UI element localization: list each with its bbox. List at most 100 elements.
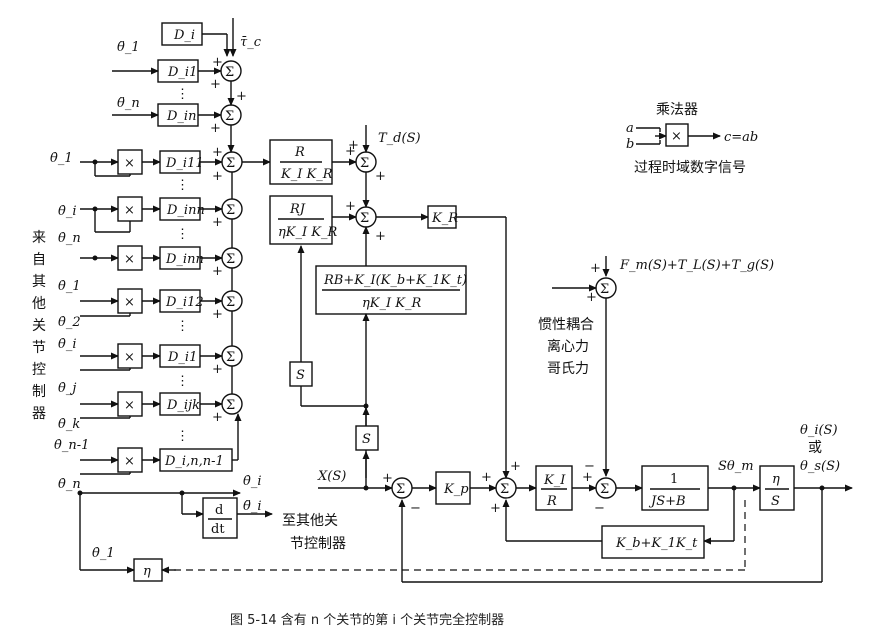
svg-text:Σ: Σ (226, 252, 235, 267)
side-label-other-joints: 来自其他关节控制器 (32, 230, 46, 422)
svg-text:ηK_I K_R: ηK_I K_R (278, 225, 337, 240)
svg-text:+: + (236, 89, 247, 104)
svg-text:Σ: Σ (360, 156, 369, 171)
svg-text:来自其他关节控制器: 来自其他关节控制器 (32, 230, 46, 422)
svg-text:Σ: Σ (396, 482, 405, 497)
svg-text:⋮: ⋮ (176, 429, 189, 444)
to-other-joints-2: 节控制器 (290, 536, 346, 552)
svg-text:⋮: ⋮ (176, 227, 189, 242)
svg-text:⋮: ⋮ (176, 319, 189, 334)
svg-text:+: + (212, 169, 223, 184)
svg-text:K_I K_R: K_I K_R (280, 167, 333, 182)
svg-text:+: + (345, 144, 356, 159)
svg-text:+: + (590, 261, 601, 276)
input-theta1-dot-b: θ̇_1 (58, 279, 81, 294)
svg-text:Σ: Σ (225, 109, 234, 124)
svg-text:⋮: ⋮ (176, 374, 189, 389)
svg-text:R: R (294, 145, 305, 160)
svg-text:Σ: Σ (226, 295, 235, 310)
svg-text:1: 1 (670, 472, 678, 487)
output-or: 或 (808, 440, 822, 456)
svg-text:−: − (584, 459, 595, 474)
td-label: T_d(S) (378, 131, 421, 146)
block-ddt (202, 497, 238, 539)
input-theta1-dot: θ̇_1 (50, 151, 73, 166)
legend-multiplier-box (665, 123, 689, 147)
svg-text:Σ: Σ (360, 211, 369, 226)
input-thetan-dot: θ̇_n (58, 231, 81, 246)
to-other-joints-1: 至其他关 (282, 513, 338, 529)
svg-text:D_i12: D_i12 (165, 295, 204, 310)
svg-text:+: + (586, 290, 597, 305)
block-plant (641, 465, 709, 511)
input-thetan1-dot: θ̇_n-1 (54, 438, 89, 453)
svg-text:dt: dt (211, 522, 225, 537)
svg-text:b: b (626, 137, 634, 152)
svg-text:Σ: Σ (600, 482, 609, 497)
svg-text:R: R (546, 494, 557, 509)
figure-caption: 图 5-14 含有 n 个关节的第 i 个关节完全控制器 (230, 612, 504, 628)
input-thetai-dot: θ̇_i (58, 204, 76, 219)
svg-text:K_R: K_R (431, 211, 458, 226)
input-label: X(S) (317, 469, 346, 484)
svg-text:+: + (490, 501, 501, 516)
legend-subtitle: 过程时域数字信号 (634, 160, 746, 176)
svg-text:+: + (212, 410, 223, 425)
svg-text:+: + (212, 145, 223, 160)
svg-text:×: × (124, 252, 135, 267)
svg-text:η: η (143, 564, 151, 579)
svg-text:+: + (582, 470, 593, 485)
svg-text:×: × (124, 156, 135, 171)
svg-text:Σ: Σ (600, 282, 609, 297)
svg-text:+: + (348, 138, 359, 153)
disturbance-centrifugal: 离心力 (547, 338, 589, 355)
tau-label: τ̄_c (240, 35, 262, 50)
svg-text:−: − (594, 501, 605, 516)
block-Di-label: D_i (173, 28, 195, 43)
svg-text:K_I: K_I (543, 473, 566, 488)
svg-text:Σ: Σ (226, 203, 235, 218)
block-eta-over-S (759, 465, 795, 511)
disturbance-inertia: 惯性耦合 (538, 316, 594, 333)
svg-text:+: + (375, 229, 386, 244)
svg-text:+: + (210, 121, 221, 136)
block-Kp (435, 471, 471, 505)
svg-text:K_b+K_1K_t: K_b+K_1K_t (615, 536, 698, 551)
svg-text:θ̇_i: θ̇_i (243, 474, 261, 489)
input-thetan-ddot: θ̈_n (117, 96, 140, 111)
svg-text:+: + (212, 55, 223, 70)
s-theta-label: Sθ_m (718, 459, 754, 474)
svg-text:D_i1: D_i1 (167, 350, 197, 365)
svg-text:+: + (382, 471, 393, 486)
disturbance-sum-label: F_m(S)+T_L(S)+T_g(S) (619, 258, 774, 273)
input-theta1-ddot: θ̈_1 (117, 40, 140, 55)
input-thetak-dot: θ̇_k (58, 417, 80, 432)
svg-text:RJ: RJ (289, 202, 306, 217)
svg-text:θ̈_i: θ̈_i (243, 499, 261, 514)
svg-text:θ̇_1: θ̇_1 (92, 546, 115, 561)
svg-text:+: + (212, 264, 223, 279)
multiplier-1 (117, 149, 143, 175)
disturbance-coriolis: 哥氏力 (547, 361, 589, 377)
svg-text:S: S (362, 432, 371, 447)
svg-text:JS+B: JS+B (648, 494, 686, 509)
svg-text:D_i,n,n-1: D_i,n,n-1 (164, 454, 224, 469)
svg-text:RB+K_I(K_b+K_1K_t): RB+K_I(K_b+K_1K_t) (323, 273, 467, 288)
block-feedback (601, 525, 705, 559)
svg-text:D_ijk: D_ijk (166, 398, 200, 413)
svg-text:Σ: Σ (226, 350, 235, 365)
svg-text:+: + (481, 470, 492, 485)
input-theta2-dot: θ̇_2 (58, 315, 81, 330)
block-Di11-label: D_i11 (165, 156, 204, 171)
svg-text:Σ: Σ (500, 482, 509, 497)
svg-text:×: × (124, 454, 135, 469)
svg-text:Σ: Σ (226, 398, 235, 413)
svg-text:−: − (410, 501, 421, 516)
svg-text:+: + (212, 362, 223, 377)
block-RJ-over (269, 195, 333, 245)
svg-text:×: × (124, 398, 135, 413)
svg-text:+: + (510, 459, 521, 474)
svg-text:Σ: Σ (226, 156, 235, 171)
svg-text:ηK_I K_R: ηK_I K_R (362, 296, 421, 311)
svg-text:K_p: K_p (443, 482, 469, 497)
